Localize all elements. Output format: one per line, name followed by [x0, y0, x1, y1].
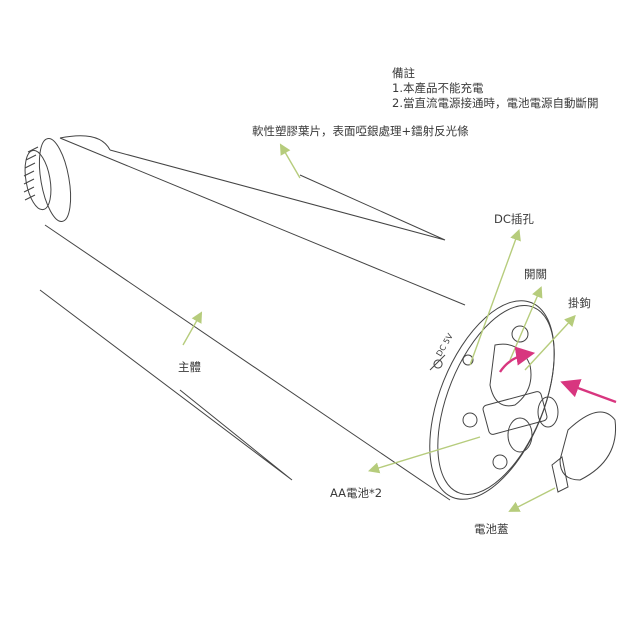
notes-title: 備註: [392, 66, 415, 80]
hook-pointer: [524, 314, 576, 371]
dc-jack-label: DC插孔: [494, 212, 534, 226]
insert-arrows: [499, 346, 617, 404]
blade-pointer: [279, 143, 301, 179]
hook-label: 掛鉤: [568, 296, 591, 310]
batteries-label: AA電池*2: [330, 486, 383, 500]
batteries-pointer: [367, 436, 481, 474]
blade-label: 軟性塑膠葉片，表面啞銀處理+鐳射反光條: [252, 124, 469, 138]
dc-jack-pointer: [469, 229, 521, 366]
battery-cover-label: 電池蓋: [474, 522, 509, 536]
body-label: 主體: [178, 360, 201, 374]
body-outline: [23, 135, 617, 501]
switch-label: 開關: [524, 267, 547, 281]
notes-line-2: 2.當直流電源接通時，電池電源自動斷開: [392, 96, 599, 110]
battery-cover-pointer: [508, 487, 556, 512]
body-pointer: [182, 311, 203, 346]
notes-line-1: 1.本產品不能充電: [392, 81, 484, 95]
